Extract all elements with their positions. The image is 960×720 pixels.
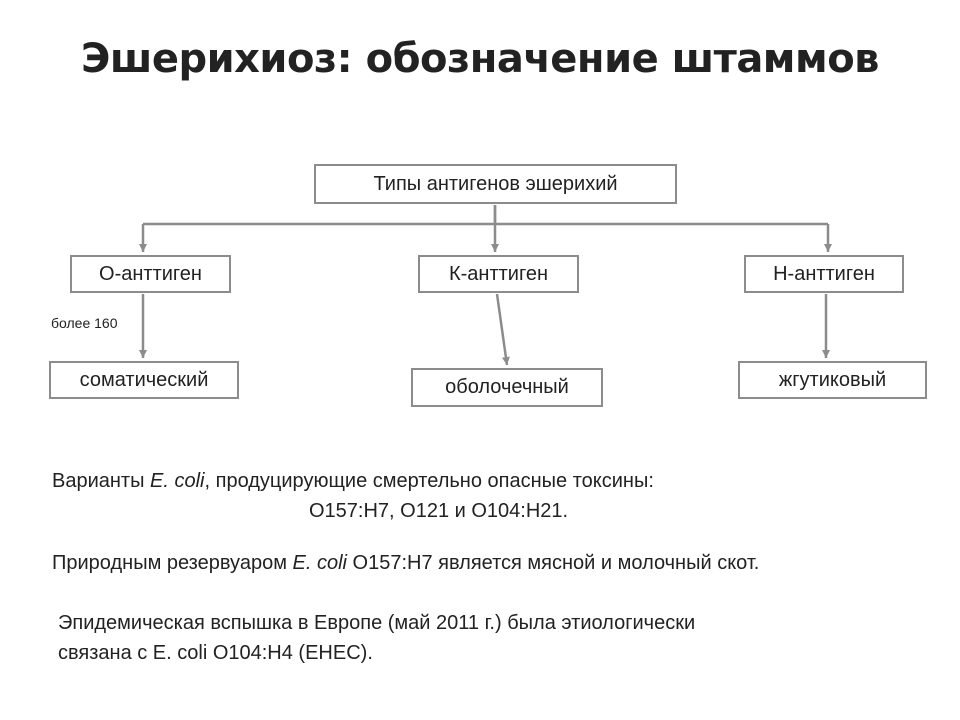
reservoir-prefix: Природным резервуаром (52, 552, 293, 574)
slide-title: Эшерихиоз: обозначение штаммов (80, 36, 880, 82)
toxin-variants-prefix: Варианты (52, 470, 151, 492)
connector-k-to-capsular (495, 293, 510, 366)
ecoli-italic: E. coli (150, 470, 205, 492)
toxin-strains-list: O157:H7, O121 и O104:H21. (309, 500, 569, 522)
reservoir-suffix: O157:H7 является мясной и молочный скот. (346, 552, 760, 574)
somatic-box: соматический (49, 361, 239, 399)
toxin-variants-text: Варианты E. coli, продуцирующие смертель… (52, 466, 654, 496)
o-antigen-count-note: более 160 (51, 315, 118, 331)
outbreak-text-line1: Эпидемическая вспышка в Европе (май 2011… (58, 612, 696, 634)
toxin-variants-suffix: , продуцирующие смертельно опасные токси… (204, 470, 654, 492)
ecoli-italic: E. coli (292, 552, 347, 574)
reservoir-text: Природным резервуаром E. coli O157:H7 яв… (52, 548, 759, 578)
outbreak-text-line2: связана с E. coli O104:H4 (EHEC). (58, 642, 373, 664)
o-antigen-box: О-анттиген (70, 255, 231, 293)
k-antigen-box: К-анттиген (418, 255, 579, 293)
antigen-types-box: Типы антигенов эшерихий (314, 164, 677, 204)
h-antigen-box: Н-анттиген (744, 255, 904, 293)
flagellar-box: жгутиковый (738, 361, 927, 399)
capsular-box: оболочечный (411, 368, 603, 407)
